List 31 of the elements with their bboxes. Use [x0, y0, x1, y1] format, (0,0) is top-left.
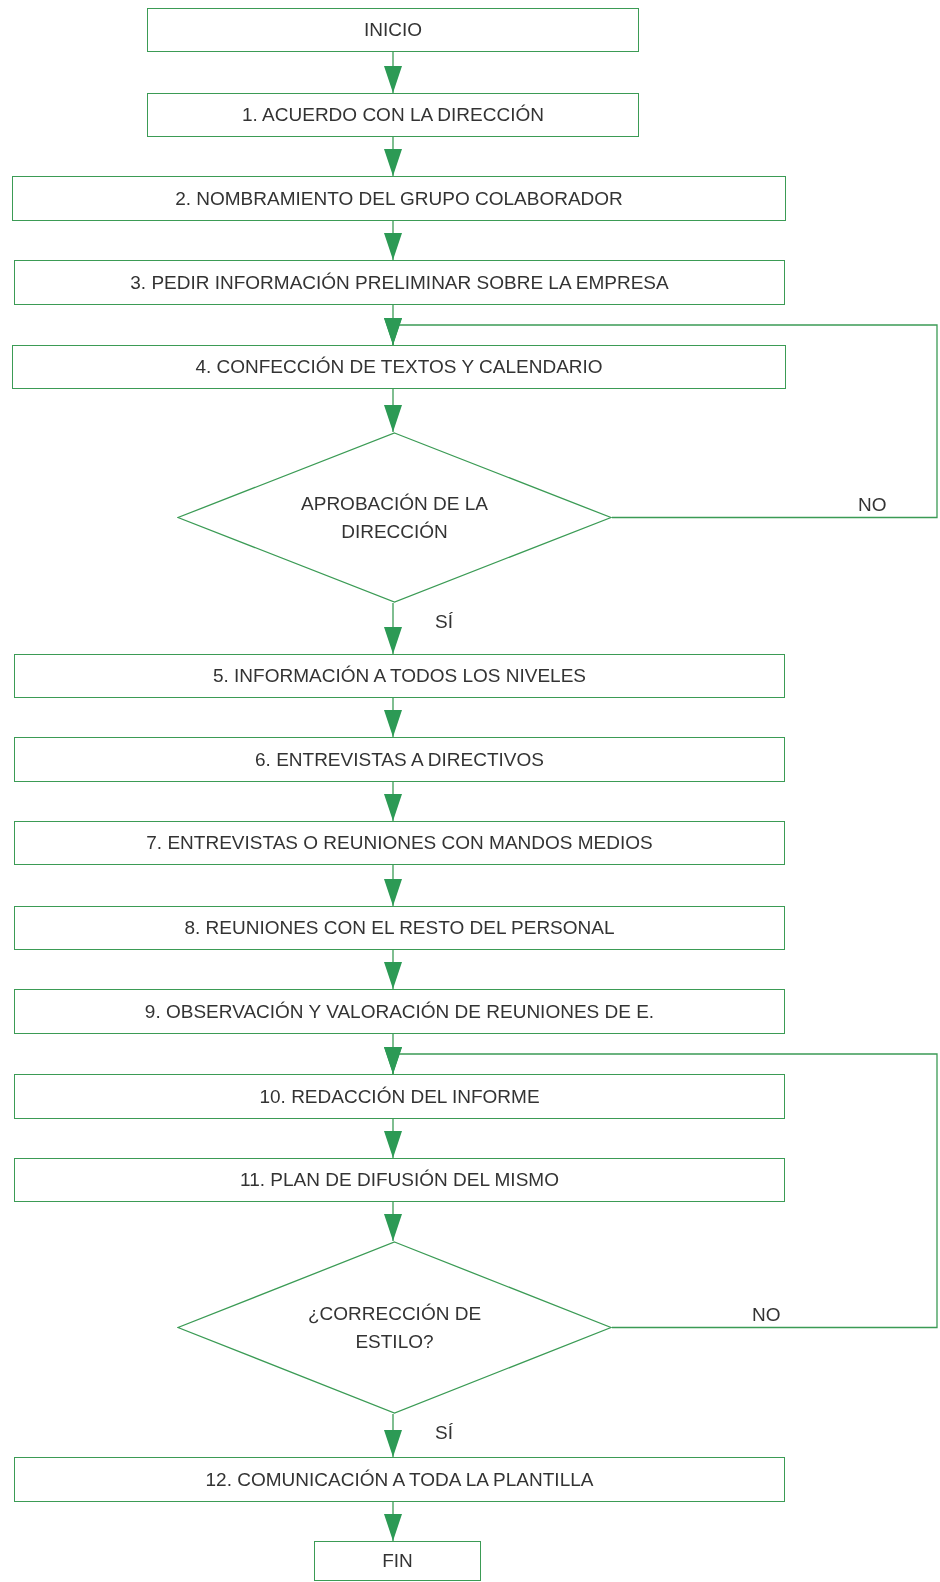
process-box: 4. CONFECCIÓN DE TEXTOS Y CALENDARIO	[12, 345, 786, 389]
process-box: 2. NOMBRAMIENTO DEL GRUPO COLABORADOR	[12, 176, 786, 221]
process-box: 8. REUNIONES CON EL RESTO DEL PERSONAL	[14, 906, 785, 950]
process-box: 6. ENTREVISTAS A DIRECTIVOS	[14, 737, 785, 782]
arrow	[384, 864, 402, 907]
process-box: 10. REDACCIÓN DEL INFORME	[14, 1074, 785, 1119]
process-box: INICIO	[147, 8, 639, 52]
arrow	[384, 697, 402, 738]
process-box: 7. ENTREVISTAS O REUNIONES CON MANDOS MEDIOS	[14, 821, 785, 865]
arrow	[384, 51, 402, 94]
arrow	[384, 949, 402, 990]
process-box: 9. OBSERVACIÓN Y VALORACIÓN DE REUNIONES DE E.	[14, 989, 785, 1034]
arrow	[384, 1201, 402, 1242]
arrow	[384, 1413, 402, 1458]
arrow	[384, 388, 402, 433]
process-box: FIN	[314, 1541, 481, 1581]
arrow	[384, 1118, 402, 1159]
process-box: 1. ACUERDO CON LA DIRECCIÓN	[147, 93, 639, 137]
process-box: 5. INFORMACIÓN A TODOS LOS NIVELES	[14, 654, 785, 698]
process-box: 12. COMUNICACIÓN A TODA LA PLANTILLA	[14, 1457, 785, 1502]
arrow	[384, 1501, 402, 1542]
process-box: 11. PLAN DE DIFUSIÓN DEL MISMO	[14, 1158, 785, 1202]
process-box: 3. PEDIR INFORMACIÓN PRELIMINAR SOBRE LA EMPRESA	[14, 260, 785, 305]
arrow	[384, 602, 402, 655]
decision-diamond: APROBACIÓN DE LA DIRECCIÓN	[177, 432, 612, 603]
decision-diamond: ¿CORRECCIÓN DE ESTILO?	[177, 1241, 612, 1414]
arrow	[384, 220, 402, 261]
arrow	[384, 136, 402, 177]
arrow	[384, 781, 402, 822]
arrow	[384, 318, 938, 519]
arrow	[384, 1047, 938, 1329]
